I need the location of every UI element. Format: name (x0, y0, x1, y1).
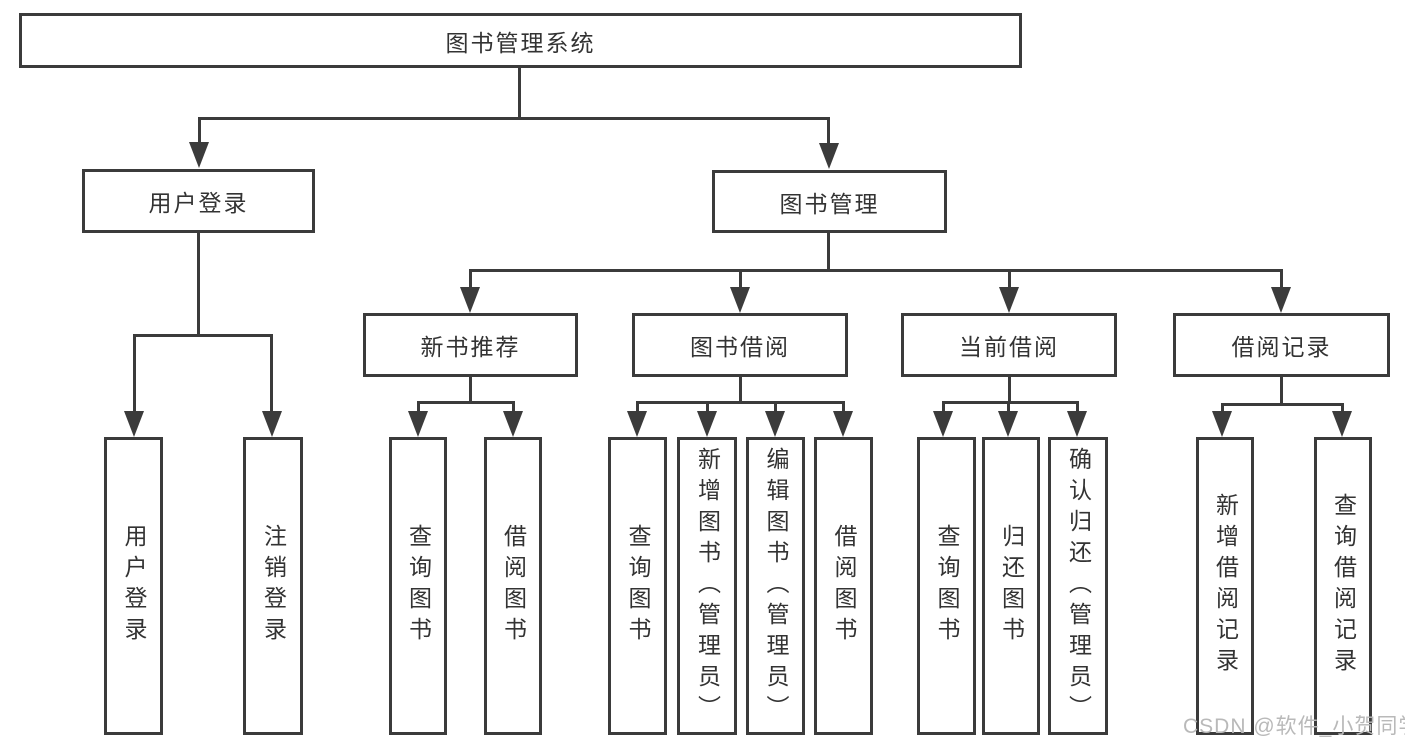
arrowhead-icon (933, 411, 953, 437)
connector-drop (417, 401, 420, 413)
connector-drop (842, 401, 845, 413)
leaf-label: 编辑图书（管理员） (763, 446, 789, 726)
leaf-borrow-books: 借阅图书 (814, 437, 873, 735)
node-root-library-system: 图书管理系统 (19, 13, 1022, 68)
leaf-label: 确认归还（管理员） (1065, 446, 1092, 726)
leaf-query-books-recommend: 查询图书 (389, 437, 447, 735)
leaf-label: 借阅图书 (831, 524, 857, 648)
connector-drop-leaf-logout (270, 334, 273, 413)
arrowhead-icon (697, 411, 717, 437)
leaf-confirm-return-admin: 确认归还（管理员） (1048, 437, 1108, 735)
connector-module2-rail (636, 401, 845, 404)
leaf-return-books: 归还图书 (982, 437, 1040, 735)
connector-drop (942, 401, 945, 413)
connector-drop (1076, 401, 1079, 413)
leaf-add-borrow-record: 新增借阅记录 (1196, 437, 1254, 735)
node-label: 图书管理系统 (445, 29, 596, 56)
arrowhead-icon (503, 411, 523, 437)
node-current-borrowing: 当前借阅 (901, 313, 1117, 377)
arrowhead-icon (124, 411, 144, 437)
node-label: 图书管理 (779, 190, 880, 217)
connector-module4-stem (1280, 377, 1283, 406)
connector-book-management-stem (827, 233, 830, 272)
arrowhead-icon (998, 411, 1018, 437)
connector-user-login-rail (133, 334, 273, 337)
arrowhead-icon (1212, 411, 1232, 437)
leaf-label: 查询图书 (625, 524, 651, 648)
leaf-label: 归还图书 (998, 524, 1025, 648)
connector-user-login-stem (197, 233, 200, 337)
connector-drop (1221, 403, 1224, 413)
arrowhead-icon (189, 142, 209, 168)
leaf-add-books-admin: 新增图书（管理员） (677, 437, 737, 735)
connector-drop-borrowing-records (1280, 269, 1283, 288)
node-book-management: 图书管理 (712, 170, 947, 233)
leaf-logout: 注销登录 (243, 437, 303, 735)
node-borrowing-records: 借阅记录 (1173, 313, 1390, 377)
node-new-book-recommendation: 新书推荐 (363, 313, 578, 377)
arrowhead-icon (765, 411, 785, 437)
arrowhead-icon (262, 411, 282, 437)
arrowhead-icon (408, 411, 428, 437)
connector-drop-user-login (198, 117, 201, 144)
arrowhead-icon (460, 287, 480, 313)
connector-root-stem (518, 68, 521, 119)
leaf-label: 用户登录 (121, 524, 147, 648)
connector-module4-rail (1221, 403, 1344, 406)
leaf-label: 借阅图书 (500, 524, 527, 648)
connector-drop-current-borrowing (1008, 269, 1011, 288)
arrowhead-icon (730, 287, 750, 313)
leaf-label: 查询借阅记录 (1330, 493, 1357, 679)
node-user-login: 用户登录 (82, 169, 315, 233)
leaf-query-borrow-record: 查询借阅记录 (1314, 437, 1372, 735)
connector-module1-stem (469, 377, 472, 404)
arrowhead-icon (627, 411, 647, 437)
connector-drop (706, 401, 709, 413)
arrowhead-icon (833, 411, 853, 437)
connector-drop (512, 401, 515, 413)
leaf-label: 查询图书 (405, 524, 432, 648)
node-label: 图书借阅 (690, 334, 790, 360)
arrowhead-icon (1332, 411, 1352, 437)
leaf-label: 新增借阅记录 (1212, 493, 1239, 679)
arrowhead-icon (999, 287, 1019, 313)
leaf-query-books-borrowing: 查询图书 (608, 437, 667, 735)
connector-drop (636, 401, 639, 413)
arrowhead-icon (1067, 411, 1087, 437)
node-label: 用户登录 (148, 190, 249, 216)
node-label: 新书推荐 (420, 334, 521, 360)
arrowhead-icon (1271, 287, 1291, 313)
connector-drop (1007, 401, 1010, 413)
connector-drop (1341, 403, 1344, 413)
connector-module3-rail (942, 401, 1079, 404)
connector-drop-book-management (827, 117, 830, 145)
connector-drop-leaf-user-login (133, 334, 136, 413)
connector-module3-stem (1008, 377, 1011, 404)
connector-level2-rail (469, 269, 1283, 272)
node-label: 当前借阅 (959, 334, 1059, 360)
arrowhead-icon (819, 143, 839, 169)
connector-drop-new-book (469, 269, 472, 288)
node-label: 借阅记录 (1231, 334, 1332, 360)
leaf-user-login: 用户登录 (104, 437, 163, 735)
leaf-label: 注销登录 (260, 524, 287, 648)
connector-level1-rail (198, 117, 830, 120)
leaf-label: 新增图书（管理员） (694, 446, 721, 726)
connector-module1-rail (417, 401, 515, 404)
connector-module2-stem (739, 377, 742, 404)
csdn-watermark: CSDN @软件_小贺同学 (1183, 715, 1405, 738)
leaf-query-books-current: 查询图书 (917, 437, 976, 735)
connector-drop (774, 401, 777, 413)
node-book-borrowing: 图书借阅 (632, 313, 848, 377)
leaf-edit-books-admin: 编辑图书（管理员） (746, 437, 805, 735)
leaf-borrow-books-recommend: 借阅图书 (484, 437, 542, 735)
leaf-label: 查询图书 (934, 524, 960, 648)
connector-drop-book-borrowing (739, 269, 742, 288)
